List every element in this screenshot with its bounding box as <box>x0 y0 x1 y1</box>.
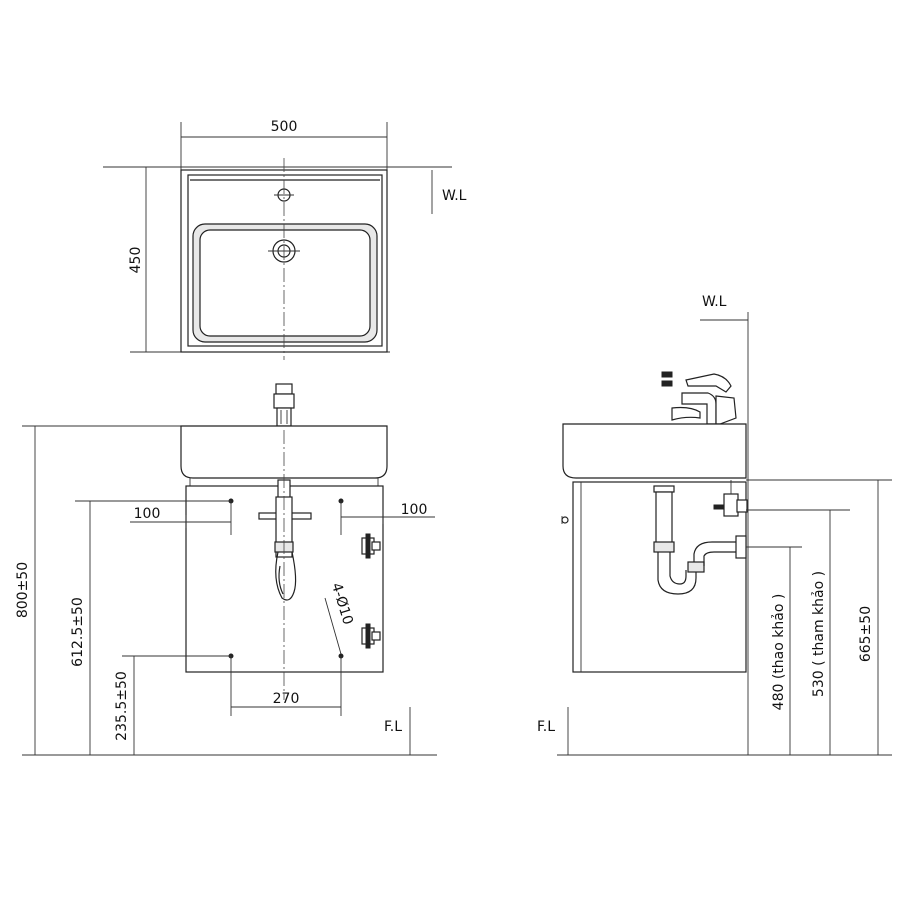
left-offset-label: 100 <box>134 506 161 522</box>
right-offset-label: 100 <box>401 502 428 518</box>
top-width-label: 500 <box>271 119 298 135</box>
lower-hole-height-label: 235.5±50 <box>114 671 130 741</box>
top-view: 500 450 W.L <box>103 119 467 360</box>
side-cabinet-top-label: 665±50 <box>858 606 874 662</box>
front-view: 100 100 270 4-Ø10 800±50 612.5±50 235.5±… <box>15 383 437 756</box>
side-water-level-label: W.L <box>702 294 727 310</box>
front-floor-level-label: F.L <box>384 719 402 735</box>
side-floor-level-label: F.L <box>537 719 555 735</box>
top-water-level-label: W.L <box>442 188 467 204</box>
side-supply-height-label: 530 ( tham khảo ) <box>811 571 827 697</box>
top-depth-label: 450 <box>128 247 144 274</box>
side-view: W.L 480 (thao <box>537 294 892 756</box>
hole-spacing-label: 270 <box>273 691 300 707</box>
outlet-height-label: 612.5±50 <box>70 597 86 667</box>
angle-valve-lower <box>361 623 381 649</box>
total-height-label: 800±50 <box>15 562 31 618</box>
side-outlet-height-label: 480 (thao khảo ) <box>771 594 787 711</box>
angle-valve-upper <box>361 533 381 559</box>
